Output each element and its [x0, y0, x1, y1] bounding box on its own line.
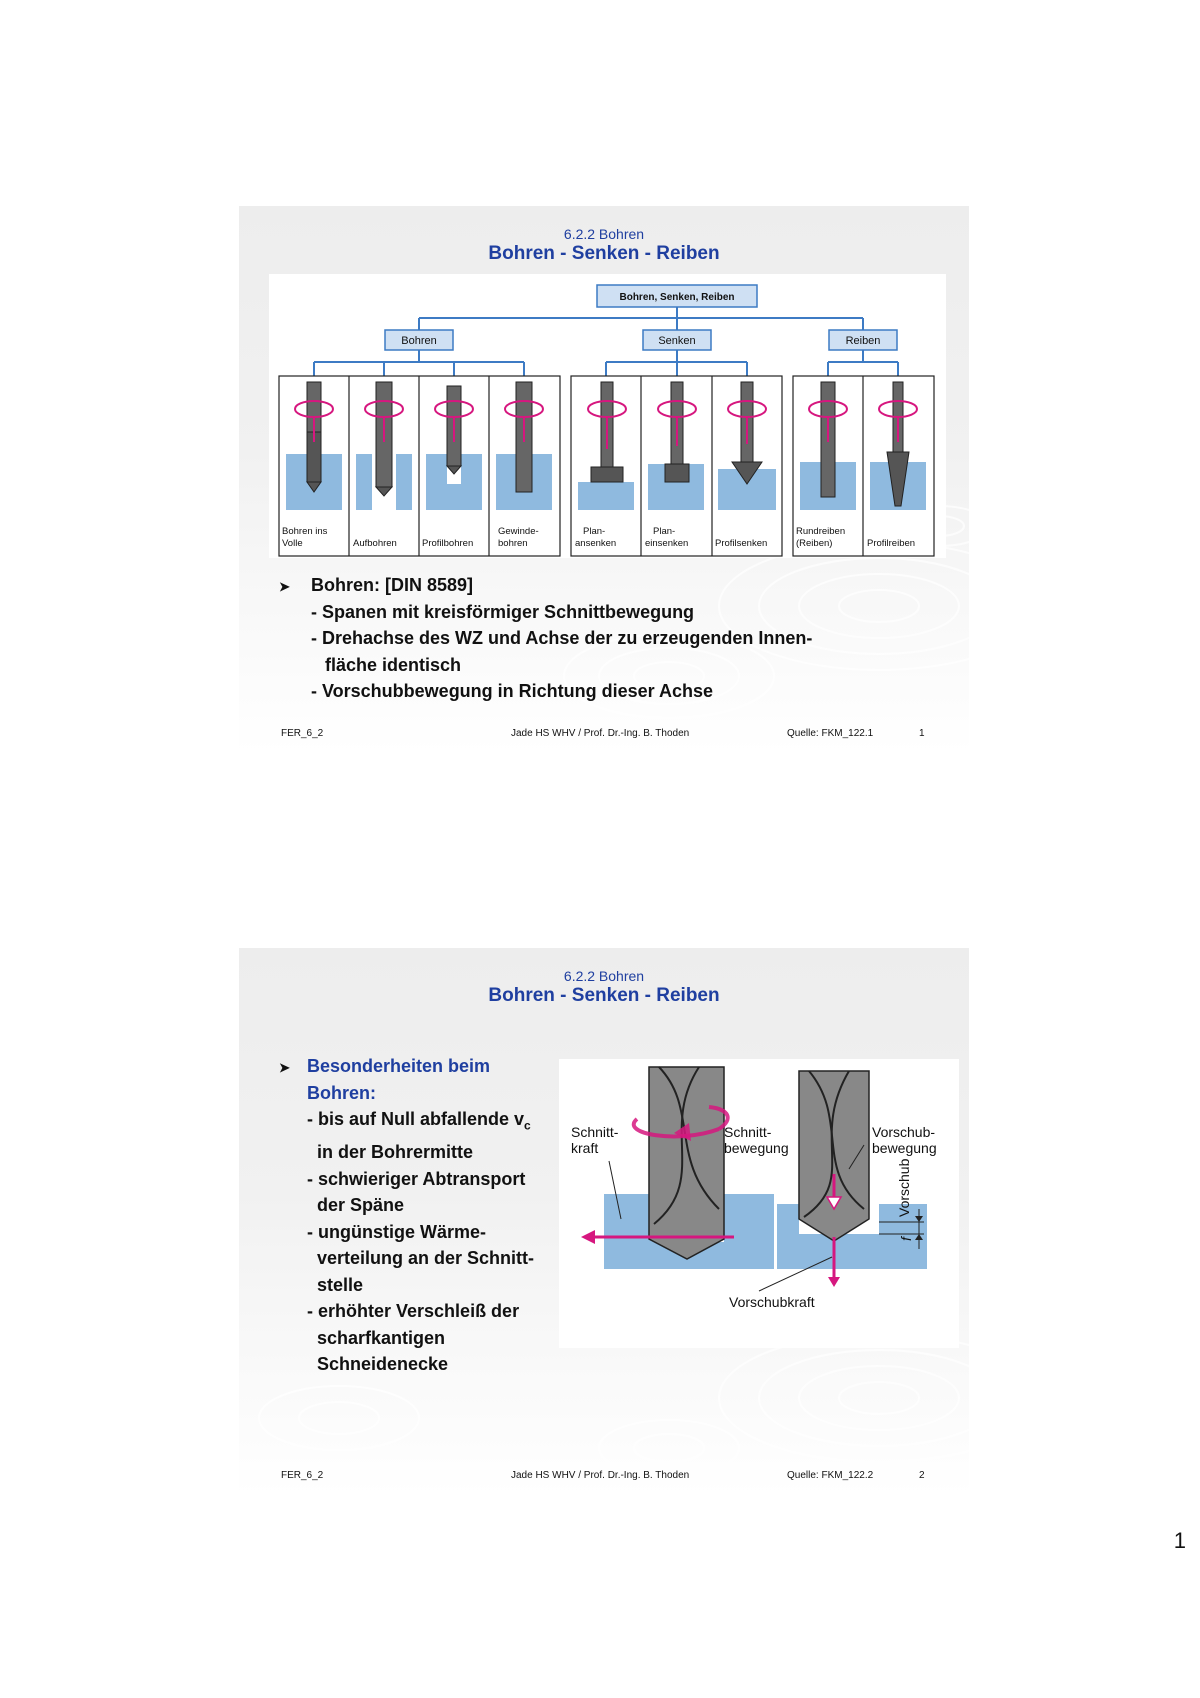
tool-label-7b: Profilsenken: [715, 538, 767, 549]
tool-label-8b: (Reiben): [796, 538, 832, 549]
bullet-line: - Spanen mit kreisförmiger Schnittbewegu…: [311, 601, 695, 622]
label-vorschub: Vorschub: [896, 1158, 912, 1217]
bullet-line: - schwieriger Abtransport: [307, 1168, 526, 1189]
slide-number: 1: [919, 728, 925, 739]
bullet-line: - Vorschubbewegung in Richtung dieser Ac…: [311, 681, 714, 701]
bullet-arrow-icon: ➤: [279, 579, 290, 594]
tool-label-6a: Plan-: [653, 526, 675, 537]
bullet-line: der Späne: [317, 1195, 405, 1216]
group-senken: Senken: [658, 335, 695, 347]
label-schnittkraft-1: Schnitt-: [571, 1124, 619, 1140]
footer-source: Quelle: FKM_122.1: [787, 728, 874, 739]
tool-label-5a: Plan-: [583, 526, 605, 537]
slide-1: 6.2.2 Bohren Bohren - Senken - Reiben: [239, 206, 969, 754]
section-number: 6.2.2 Bohren: [563, 968, 645, 984]
bullet-line: fläche identisch: [325, 654, 462, 675]
label-vorschubbewegung-2: bewegung: [872, 1140, 937, 1156]
footer-code: FER_6_2: [281, 728, 324, 739]
ripple-background: [258, 1333, 969, 1477]
tool-label-9b: Profilreiben: [867, 538, 915, 549]
slide-2: 6.2.2 Bohren Bohren - Senken - Reiben ➤ …: [239, 948, 969, 1496]
bullet-line: - Drehachse des WZ und Achse der zu erze…: [311, 628, 813, 648]
bullet-arrow-icon: ➤: [279, 1060, 290, 1075]
tool-label-1b: Volle: [282, 538, 303, 549]
bullet-line: - ungünstige Wärme-: [307, 1221, 486, 1242]
footer-source: Quelle: FKM_122.2: [787, 1470, 874, 1481]
label-schnittbewegung-1: Schnitt-: [724, 1124, 772, 1140]
bullet-line: Schneidenecke: [317, 1354, 449, 1375]
page-number: 1: [1173, 1528, 1186, 1553]
bullet-list: ➤ Bohren: [DIN 8589] - Spanen mit kreisf…: [279, 572, 812, 705]
bullet-head: Bohren: [DIN 8589]: [311, 575, 474, 595]
bullet-line: scharfkantigen: [317, 1327, 446, 1348]
label-f: f: [898, 1235, 914, 1241]
label-vorschubkraft: Vorschubkraft: [729, 1294, 815, 1310]
tool-label-4a: Gewinde-: [498, 526, 539, 537]
tool-label-8a: Rundreiben: [796, 526, 845, 537]
bullet-line: - erhöhter Verschleiß der: [307, 1301, 520, 1322]
slide-title: Bohren - Senken - Reiben: [488, 985, 720, 1006]
tool-label-1a: Bohren ins: [282, 526, 328, 537]
tool-label-3b: Profilbohren: [422, 538, 473, 549]
slide-number: 2: [919, 1470, 925, 1481]
group-bohren: Bohren: [401, 335, 436, 347]
bullet-line: verteilung an der Schnitt-: [317, 1248, 535, 1269]
bullet-list: ➤ Besonderheiten beim Bohren: - bis auf …: [279, 1053, 534, 1378]
label-schnittbewegung-2: bewegung: [724, 1140, 789, 1156]
tool-label-6b: einsenken: [645, 538, 688, 549]
footer-author: Jade HS WHV / Prof. Dr.-Ing. B. Thoden: [511, 728, 690, 739]
label-vorschubbewegung-1: Vorschub-: [872, 1124, 935, 1140]
footer-code: FER_6_2: [281, 1470, 324, 1481]
tool-label-4b: bohren: [498, 538, 528, 549]
section-number: 6.2.2 Bohren: [563, 226, 645, 242]
footer-author: Jade HS WHV / Prof. Dr.-Ing. B. Thoden: [511, 1470, 690, 1481]
process-classification-diagram: Bohren, Senken, Reiben Bohren Senken Rei…: [269, 274, 946, 558]
group-reiben: Reiben: [846, 335, 881, 347]
bullet-line: in der Bohrermitte: [317, 1142, 474, 1163]
label-schnittkraft-2: kraft: [571, 1140, 598, 1156]
diagram-root: Bohren, Senken, Reiben: [619, 292, 734, 303]
tool-label-2b: Aufbohren: [353, 538, 397, 549]
bullet-line: stelle: [317, 1274, 364, 1295]
bullet-line-vc: - bis auf Null abfallende vc: [307, 1109, 531, 1133]
tool-label-5b: ansenken: [575, 538, 616, 549]
slide-title: Bohren - Senken - Reiben: [488, 243, 720, 264]
bullet-head: Besonderheiten beim: [307, 1056, 491, 1076]
bullet-head: Bohren:: [307, 1082, 376, 1103]
drill-forces-figure: Schnitt- kraft Schnitt- bewegung Vorschu…: [559, 1059, 959, 1348]
